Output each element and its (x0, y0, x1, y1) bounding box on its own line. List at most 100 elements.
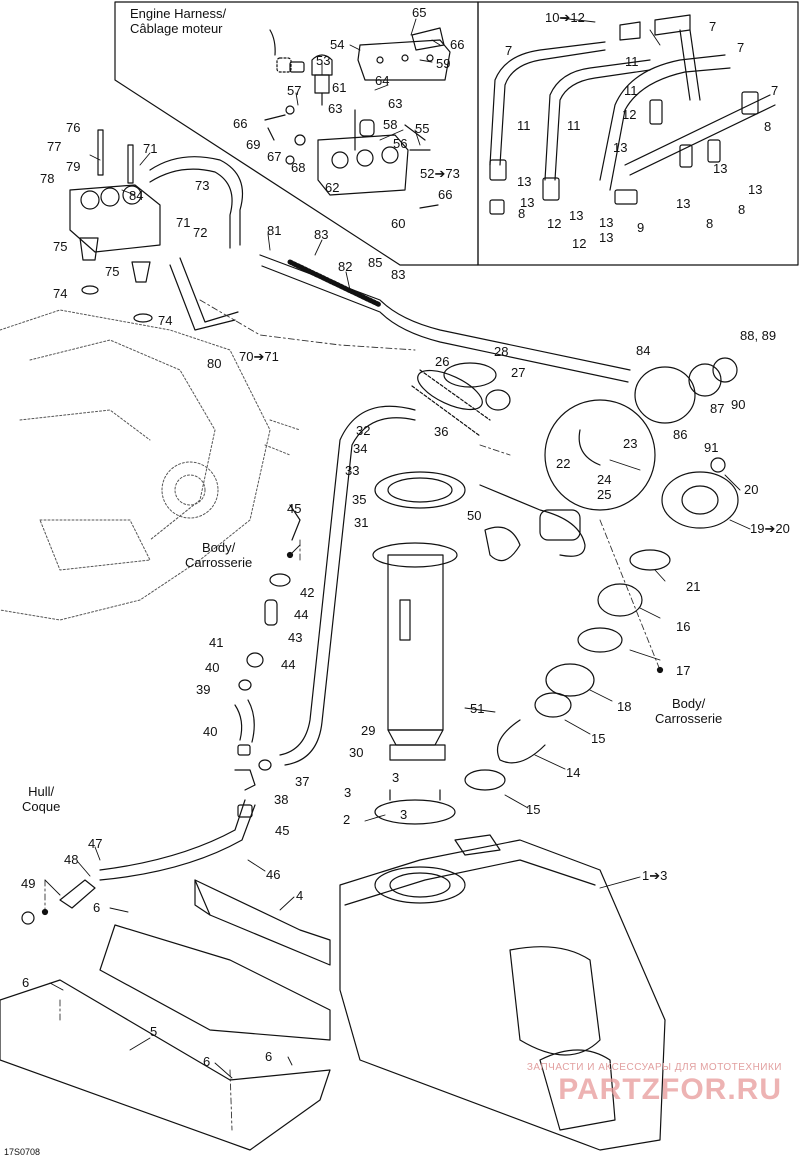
callout: 59 (436, 56, 451, 71)
callout: 15 (591, 731, 606, 746)
callout: 17 (676, 663, 691, 678)
callout: 1➔3 (642, 868, 668, 883)
tank-pad-4 (194, 879, 331, 966)
callout: 39 (196, 682, 211, 697)
callout: 13 (520, 195, 535, 210)
callout: 62 (325, 180, 340, 195)
callout: 19➔20 (750, 521, 790, 536)
callout: 12 (622, 107, 637, 122)
vent-fittings (234, 504, 301, 818)
callout: 83 (314, 227, 329, 242)
body-label-right: Body/ Carrosserie (655, 696, 723, 726)
drawing-code: 17S0708 (4, 1147, 41, 1157)
callout: 26 (435, 354, 450, 369)
callout: 8 (738, 202, 746, 217)
fuel-pump-module (372, 471, 466, 746)
fuel-hose-73 (149, 156, 244, 249)
engine-harness-inset-frame (114, 1, 479, 266)
callout: 20 (744, 482, 759, 497)
tank-support-5 (0, 979, 331, 1151)
callout: 13 (676, 196, 691, 211)
callout: 40 (203, 724, 218, 739)
callout: 3 (344, 785, 352, 800)
callout: 11 (567, 118, 581, 133)
callout: 45 (287, 501, 302, 516)
callout: 22 (556, 456, 571, 471)
callout: 87 (710, 401, 725, 416)
watermark-subtitle: ЗАПЧАСТИ И АКСЕССУАРЫ ДЛЯ МОТОТЕХНИКИ (526, 1062, 782, 1073)
callout: 31 (354, 515, 369, 530)
callout: 5 (150, 1024, 158, 1039)
callout: 36 (434, 424, 449, 439)
callout: 25 (597, 487, 612, 502)
callout: 63 (328, 101, 343, 116)
callout: 63 (388, 96, 403, 111)
callout: 84 (129, 188, 144, 203)
drain-fittings (21, 879, 96, 925)
filler-neck-parts (464, 549, 671, 791)
callout: 37 (295, 774, 310, 789)
callout: 73 (195, 178, 210, 193)
filler-neck-19 (661, 457, 739, 529)
callout: 12 (572, 236, 587, 251)
callout: 86 (673, 427, 688, 442)
callout: 47 (88, 836, 103, 851)
callout: 66 (233, 116, 248, 131)
callout: 12 (547, 216, 562, 231)
callout: 80 (207, 356, 222, 371)
engine-harness-note: Engine Harness/ Câblage moteur (130, 6, 226, 36)
callout: 8 (764, 119, 772, 134)
vent-hose-35 (279, 405, 416, 766)
callout: 34 (353, 441, 368, 456)
callout: 76 (66, 120, 81, 135)
hose-46 (99, 799, 256, 881)
callout: 74 (158, 313, 173, 328)
callout: 43 (288, 630, 303, 645)
callout: 8 (706, 216, 714, 231)
callout: 58 (383, 117, 398, 132)
callout: 91 (704, 440, 719, 455)
callout: 44 (294, 607, 309, 622)
hull-label: Hull/ Coque (22, 784, 61, 814)
engine-harness-connector (269, 29, 305, 73)
callout: 49 (21, 876, 36, 891)
callout: 84 (636, 343, 651, 358)
callout: 35 (352, 492, 367, 507)
callout: 65 (412, 5, 427, 20)
callout: 85 (368, 255, 383, 270)
callout: 82 (338, 259, 353, 274)
callout: 66 (450, 37, 465, 52)
callout: 75 (53, 239, 68, 254)
callout: 55 (415, 121, 430, 136)
callout: 88, 89 (740, 328, 777, 343)
callout: 40 (205, 660, 220, 675)
callout: 48 (64, 852, 79, 867)
callout: 90 (731, 397, 746, 412)
callout: 27 (511, 365, 526, 380)
engine-harness-label: Engine Harness/ Câblage moteur (130, 6, 227, 36)
callout: 77 (47, 139, 62, 154)
callout: 54 (330, 37, 345, 52)
callout: 7 (737, 40, 745, 55)
fuel-rail-62 (317, 109, 409, 196)
callout: 56 (393, 136, 408, 151)
callout: 11 (625, 54, 639, 69)
callout: 14 (566, 765, 581, 780)
callout: 42 (300, 585, 315, 600)
retaining-strap-mid (542, 59, 651, 201)
breather-hose-50 (479, 484, 586, 562)
watermark-logo: PARTZFOR.RU (558, 1073, 782, 1106)
callout: 52➔73 (420, 166, 460, 181)
callout: 28 (494, 344, 509, 359)
callout: 9 (637, 220, 645, 235)
callout: 38 (274, 792, 289, 807)
callout: 13 (599, 230, 614, 245)
callout: 2 (343, 812, 351, 827)
callout: 6 (22, 975, 30, 990)
tank-ring-2 (374, 789, 456, 825)
fuel-cap-86 (634, 357, 738, 424)
fuel-hose-72 (169, 257, 239, 331)
callout: 67 (267, 149, 282, 164)
fuel-hose-81-protector (259, 254, 631, 383)
callout: 11 (517, 118, 531, 133)
